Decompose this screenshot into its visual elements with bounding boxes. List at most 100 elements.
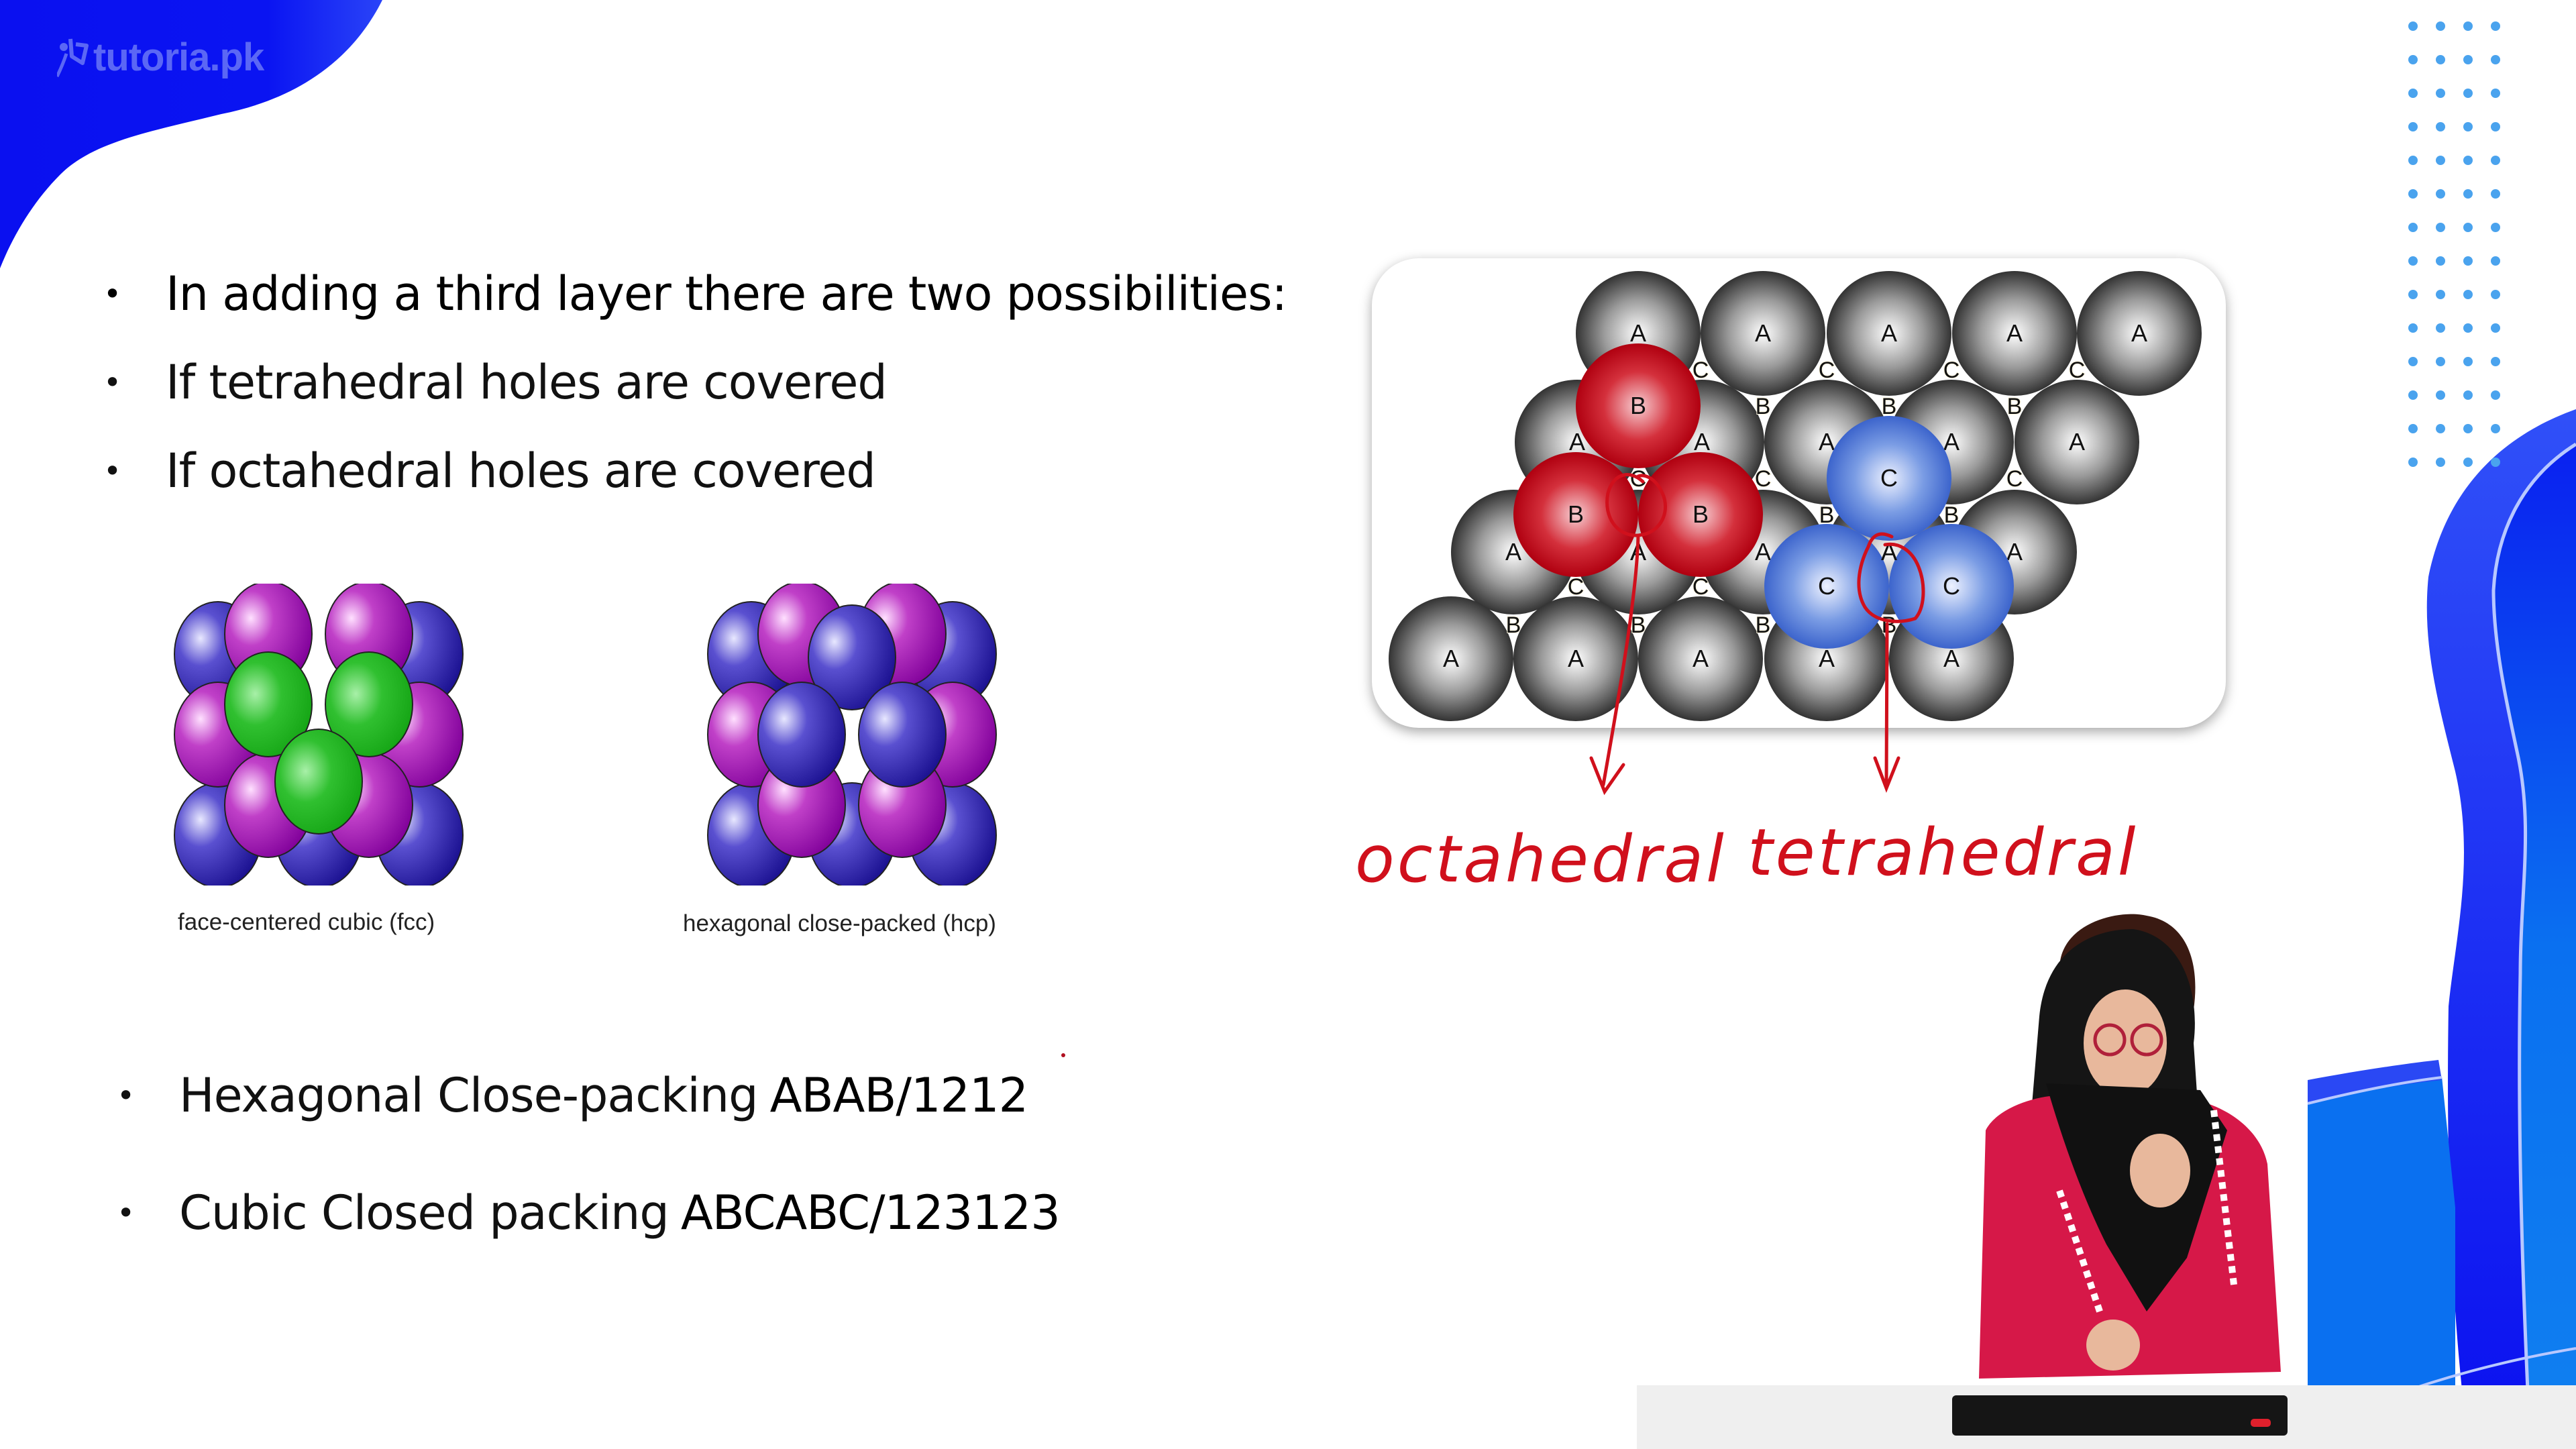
sphere-label: C xyxy=(1943,572,1960,600)
hole-label: C xyxy=(1693,574,1709,600)
corner-wave-right-inner-outline xyxy=(2491,442,2576,1449)
tetrahedral-arrow-line xyxy=(1884,622,1889,787)
presenter-video xyxy=(1952,914,2288,1436)
sphere-label: A xyxy=(2006,538,2023,566)
decor-dot xyxy=(2463,424,2473,433)
sphere-label: B xyxy=(1630,392,1646,419)
sphere-label: C xyxy=(1880,464,1898,492)
sphere-label: A xyxy=(1443,645,1459,672)
decorative-dot-grid xyxy=(2408,21,2500,467)
sphere-label: A xyxy=(1819,428,1835,455)
sphere-label: A xyxy=(2069,428,2085,455)
decor-dot xyxy=(2408,21,2418,31)
octahedral-arrow-line xyxy=(1601,533,1640,787)
bullet-item: • If octahedral holes are covered xyxy=(101,427,1287,515)
fcc-crystal-image xyxy=(174,584,464,885)
decor-dot xyxy=(2463,122,2473,131)
sphere-layer-a xyxy=(1827,271,1951,396)
decor-dot xyxy=(2491,256,2500,266)
corner-wave-right-inner xyxy=(2492,443,2576,1449)
bullet-text: If tetrahedral holes are covered xyxy=(166,355,888,410)
decor-dot xyxy=(2463,55,2473,64)
sphere-layer-a xyxy=(1389,596,1513,721)
decor-dot xyxy=(2436,256,2445,266)
decor-dot xyxy=(2436,424,2445,433)
decor-dot xyxy=(2408,256,2418,266)
decor-dot xyxy=(2408,223,2418,232)
sphere-label: A xyxy=(1505,538,1521,566)
decor-dot xyxy=(2436,89,2445,98)
decor-dot xyxy=(2436,290,2445,299)
octahedral-arrow-head xyxy=(1589,756,1625,796)
sphere-label: A xyxy=(2006,319,2023,347)
brand-logo: tutoria.pk xyxy=(57,35,264,80)
decor-dot xyxy=(2491,89,2500,98)
decor-dot xyxy=(2436,21,2445,31)
fcc-caption: face-centered cubic (fcc) xyxy=(178,909,435,935)
hole-label: C xyxy=(2006,466,2023,492)
decor-dot xyxy=(2463,189,2473,199)
bullet-icon: • xyxy=(103,364,121,400)
bullet-text: If octahedral holes are covered xyxy=(166,443,876,498)
sphere-label: A xyxy=(1694,428,1710,455)
decor-dot xyxy=(2463,290,2473,299)
hole-label: B xyxy=(1882,612,1897,638)
hole-label: B xyxy=(1631,612,1646,638)
decor-dot xyxy=(2491,458,2500,467)
sphere-layer-c xyxy=(1827,416,1951,541)
decor-dot xyxy=(2491,290,2500,299)
hole-label: B xyxy=(1882,394,1897,419)
sphere-layer-c xyxy=(1764,524,1889,649)
ribbon-line xyxy=(2307,1076,2443,1105)
decor-dot xyxy=(2491,189,2500,199)
hole-label: C xyxy=(1819,358,1835,383)
sphere-label: A xyxy=(1943,428,1960,455)
decor-dot xyxy=(2463,21,2473,31)
runner-logo-icon xyxy=(57,38,89,77)
sphere-layer-c xyxy=(1889,524,2014,649)
hole-label: B xyxy=(1506,612,1521,638)
decor-dot xyxy=(2408,458,2418,467)
sphere-label: B xyxy=(1568,500,1584,528)
decor-dot xyxy=(2408,390,2418,400)
decor-dot xyxy=(2463,256,2473,266)
hole-label: C xyxy=(1943,358,1960,383)
decor-dot xyxy=(2491,21,2500,31)
sphere-label: A xyxy=(1819,645,1835,672)
decor-dot xyxy=(2408,122,2418,131)
decor-dot xyxy=(2463,458,2473,467)
intro-bullet-list: • In adding a third layer there are two … xyxy=(101,250,1287,515)
handwritten-tetrahedral: tetrahedral xyxy=(1748,815,2139,890)
bullet-item: • In adding a third layer there are two … xyxy=(101,250,1287,338)
hole-label: B xyxy=(2007,394,2023,419)
decor-dot xyxy=(2463,323,2473,333)
decor-dot xyxy=(2408,189,2418,199)
hole-label: C xyxy=(1568,574,1585,600)
decor-dot xyxy=(2463,223,2473,232)
sphere-label: A xyxy=(1755,319,1771,347)
sphere-label: A xyxy=(1881,319,1897,347)
decor-dot xyxy=(2436,323,2445,333)
packing-item-hcp: • Hexagonal Close-packing ABAB/1212 xyxy=(114,1036,1060,1154)
decor-dot xyxy=(2491,122,2500,131)
bullet-icon: • xyxy=(103,453,121,489)
sphere-layer-b xyxy=(1576,343,1701,468)
decor-dot xyxy=(2436,357,2445,366)
decor-dot xyxy=(2436,55,2445,64)
sphere-layer-a xyxy=(2015,380,2139,504)
hole-label: C xyxy=(1693,358,1709,383)
hole-label: B xyxy=(1756,612,1771,638)
decor-dot xyxy=(2436,223,2445,232)
packing-label: Hexagonal Close-packing xyxy=(179,1067,759,1123)
hole-label: A xyxy=(1881,538,1897,566)
hole-label: C xyxy=(1755,466,1772,492)
sphere-layer-a xyxy=(1513,596,1638,721)
decor-dot xyxy=(2408,290,2418,299)
decor-dot xyxy=(2408,323,2418,333)
sphere-label: A xyxy=(1943,645,1960,672)
sphere-layer-a xyxy=(1952,271,2077,396)
sphere-label: B xyxy=(1693,500,1709,528)
bullet-text: In adding a third layer there are two po… xyxy=(166,266,1287,321)
